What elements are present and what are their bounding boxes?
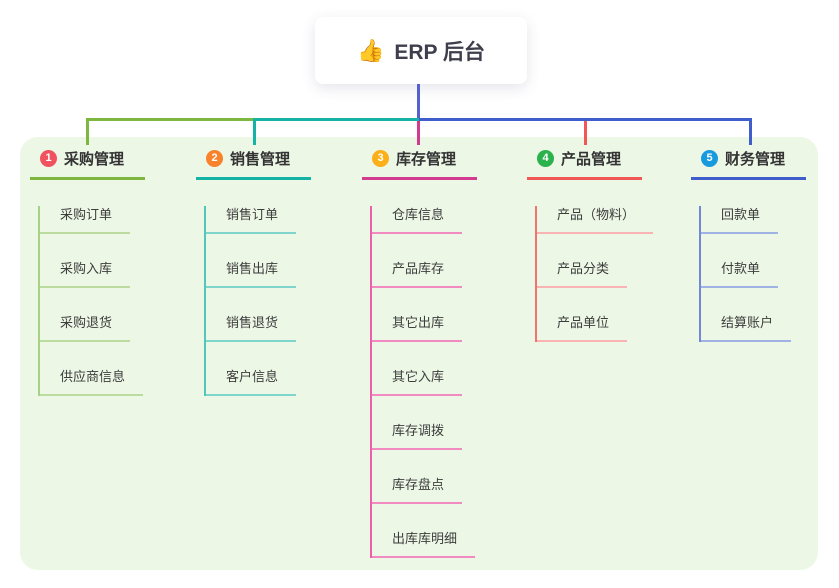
branch-label: 库存管理 bbox=[396, 151, 457, 168]
connector-drop-inventory bbox=[417, 121, 420, 145]
node-item[interactable]: 回款单 bbox=[701, 206, 779, 234]
node-item[interactable]: 销售订单 bbox=[206, 206, 297, 234]
branch-product-header[interactable]: 4 产品管理 bbox=[527, 148, 642, 180]
node-item[interactable]: 客户信息 bbox=[206, 368, 297, 396]
node-item[interactable]: 结算账户 bbox=[701, 314, 792, 342]
branch-inventory-header[interactable]: 3 库存管理 bbox=[362, 148, 477, 180]
root-connector bbox=[417, 84, 420, 119]
branch-purchase-header[interactable]: 1 采购管理 bbox=[30, 148, 145, 180]
node-item[interactable]: 库存调拨 bbox=[372, 422, 463, 450]
connector-horizontal-mid bbox=[253, 118, 419, 121]
node-item[interactable]: 付款单 bbox=[701, 260, 779, 288]
node-item[interactable]: 库存盘点 bbox=[372, 476, 463, 504]
root-node-label: ERP 后台 bbox=[394, 40, 486, 64]
node-item[interactable]: 采购退货 bbox=[40, 314, 131, 342]
branch-label: 采购管理 bbox=[64, 151, 125, 168]
branch-finance-header[interactable]: 5 财务管理 bbox=[691, 148, 806, 180]
branch-sales-header[interactable]: 2 销售管理 bbox=[196, 148, 311, 180]
branch-label: 产品管理 bbox=[561, 151, 622, 168]
branch-number-badge: 5 bbox=[701, 150, 718, 167]
connector-horizontal-right bbox=[419, 118, 752, 121]
root-node-erp[interactable]: 👍 ERP 后台 bbox=[315, 17, 527, 84]
branch-sales: 2 销售管理 销售订单 销售出库 销售退货 客户信息 bbox=[196, 148, 311, 396]
branch-inventory-children: 仓库信息 产品库存 其它出库 其它入库 库存调拨 库存盘点 出库库明细 bbox=[370, 206, 477, 558]
node-item[interactable]: 销售出库 bbox=[206, 260, 297, 288]
branch-number-badge: 2 bbox=[206, 150, 223, 167]
node-item[interactable]: 采购入库 bbox=[40, 260, 131, 288]
node-item[interactable]: 其它入库 bbox=[372, 368, 463, 396]
connector-drop-sales bbox=[253, 118, 256, 145]
branch-label: 销售管理 bbox=[230, 151, 291, 168]
thumbs-up-icon: 👍 bbox=[356, 37, 385, 63]
branch-product: 4 产品管理 产品（物料） 产品分类 产品单位 bbox=[527, 148, 654, 342]
branch-product-children: 产品（物料） 产品分类 产品单位 bbox=[535, 206, 654, 342]
node-item[interactable]: 仓库信息 bbox=[372, 206, 463, 234]
branches-panel bbox=[20, 137, 818, 570]
branch-purchase: 1 采购管理 采购订单 采购入库 采购退货 供应商信息 bbox=[30, 148, 145, 396]
node-item[interactable]: 产品单位 bbox=[537, 314, 628, 342]
branch-label: 财务管理 bbox=[725, 151, 786, 168]
node-item[interactable]: 销售退货 bbox=[206, 314, 297, 342]
connector-drop-purchase bbox=[86, 118, 89, 145]
node-item[interactable]: 产品分类 bbox=[537, 260, 628, 288]
connector-horizontal-left bbox=[86, 118, 255, 121]
branch-finance-children: 回款单 付款单 结算账户 bbox=[699, 206, 806, 342]
branch-number-badge: 3 bbox=[372, 150, 389, 167]
node-item[interactable]: 产品库存 bbox=[372, 260, 463, 288]
branch-inventory: 3 库存管理 仓库信息 产品库存 其它出库 其它入库 库存调拨 库存盘点 出库库… bbox=[362, 148, 477, 558]
connector-drop-finance bbox=[749, 118, 752, 145]
node-item[interactable]: 其它出库 bbox=[372, 314, 463, 342]
node-item[interactable]: 产品（物料） bbox=[537, 206, 654, 234]
branch-number-badge: 1 bbox=[40, 150, 57, 167]
node-item[interactable]: 出库库明细 bbox=[372, 530, 476, 558]
node-item[interactable]: 供应商信息 bbox=[40, 368, 144, 396]
connector-drop-product bbox=[584, 121, 587, 145]
branch-number-badge: 4 bbox=[537, 150, 554, 167]
node-item[interactable]: 采购订单 bbox=[40, 206, 131, 234]
branch-sales-children: 销售订单 销售出库 销售退货 客户信息 bbox=[204, 206, 311, 396]
branch-purchase-children: 采购订单 采购入库 采购退货 供应商信息 bbox=[38, 206, 145, 396]
branch-finance: 5 财务管理 回款单 付款单 结算账户 bbox=[691, 148, 806, 342]
